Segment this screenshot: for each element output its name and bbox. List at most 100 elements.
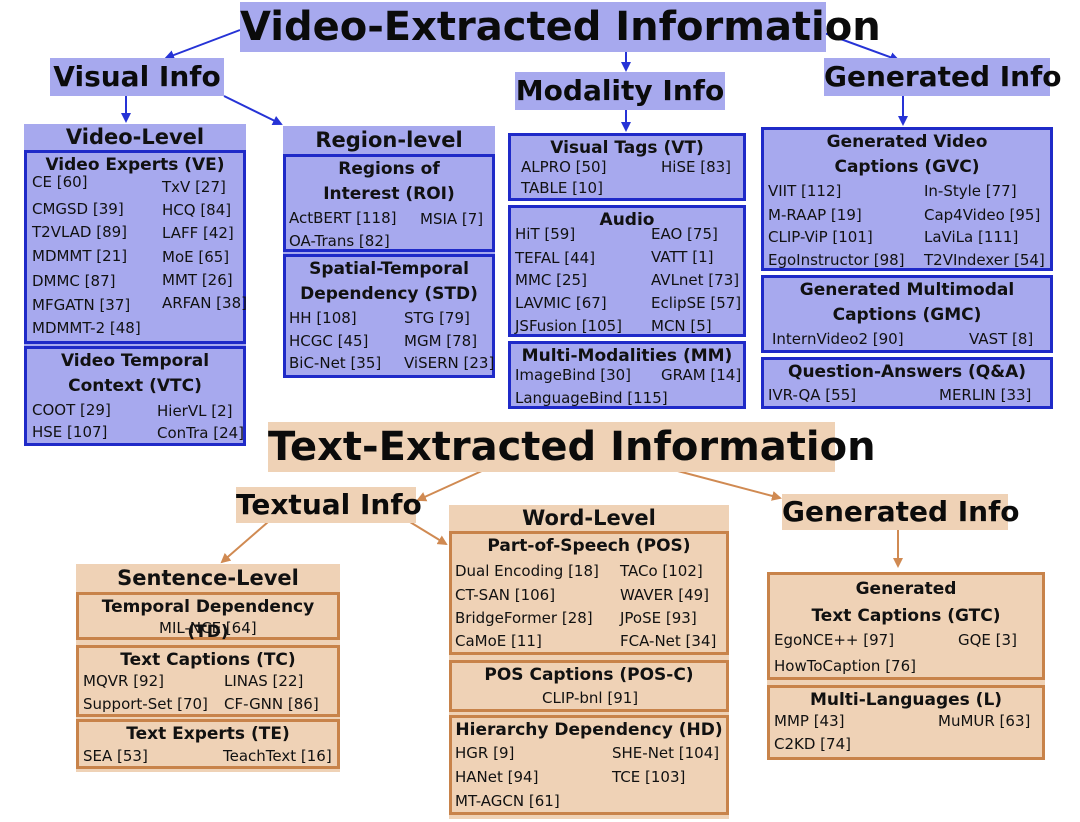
video-generated-info-heading: Generated Info [824,58,1062,96]
ref-item: DMMC [87] [32,272,116,290]
ref-item: VATT [1] [651,248,714,266]
gmc-box: Generated Multimodal Captions (GMC) Inte… [761,275,1053,353]
ref-item: MT-AGCN [61] [455,792,560,810]
ref-item: HSE [107] [32,423,108,441]
ref-item: MMC [25] [515,271,587,289]
modality-info-heading: Modality Info [515,72,725,110]
multi-modalities-box: Multi-Modalities (MM) ImageBind [30] GRA… [508,341,746,409]
ref-item: GQE [3] [958,631,1017,649]
hd-title: Hierarchy Dependency (HD) [455,720,723,740]
ref-item: COOT [29] [32,401,111,419]
ref-item: T2VLAD [89] [32,223,128,241]
audio-box: Audio HiT [59] EAO [75] TEFAL [44] VATT … [508,205,746,337]
arrow-to-textual-info [416,469,485,502]
textual-info-heading: Textual Info [236,487,422,523]
ref-item: M-RAAP [19] [768,206,862,224]
ref-item: ConTra [24] [157,424,245,442]
sentence-level-label: Sentence-Level [117,566,299,590]
ref-item: HowToCaption [76] [774,657,916,675]
td-title: Temporal Dependency (TD) [101,597,315,642]
gvc-box: Generated Video Captions (GVC) VIIT [112… [761,127,1053,271]
qa-title: Question-Answers (Q&A) [788,362,1026,382]
arrow-to-generated-info [815,29,900,62]
ref-item: TACo [102] [620,562,703,580]
ref-item: T2VIndexer [54] [924,251,1045,269]
ref-item: GRAM [14] [661,366,742,384]
ref-item: MQVR [92] [83,672,164,690]
ref-item: ARFAN [38] [162,294,247,312]
ref-item: LINAS [22] [224,672,304,690]
ref-item: MGM [78] [404,332,478,350]
ref-item: Support-Set [70] [83,695,208,713]
ref-item: LanguageBind [115] [515,389,668,407]
region-level-panel: Region-level Regions of Interest (ROI) A… [283,126,495,378]
ref-item: In-Style [77] [924,182,1017,200]
ref-item: MIL-NCE [64] [159,619,257,637]
ref-item: LAFF [42] [162,224,234,242]
ref-item: TCE [103] [612,768,686,786]
ref-item: HGR [9] [455,744,515,762]
video-level-panel: Video-Level Video Experts (VE) CE [60] T… [24,124,247,446]
ref-item: ImageBind [30] [515,366,632,384]
ref-item: SEA [53] [83,747,148,765]
ref-item: TEFAL [44] [515,249,596,267]
video-experts-title: Video Experts (VE) [45,155,225,175]
ref-item: MSIA [7] [420,210,484,228]
ref-item: CLIP-bnl [91] [542,689,639,707]
ref-item: MuMUR [63] [938,712,1031,730]
ref-item: STG [79] [404,309,470,327]
ref-item: CT-SAN [106] [455,586,556,604]
multi-modalities-title: Multi-Modalities (MM) [521,346,733,366]
sentence-level-panel: Sentence-Level Temporal Dependency (TD) … [76,564,340,772]
ref-item: JPoSE [93] [620,609,697,627]
ref-item: HCQ [84] [162,201,232,219]
ref-item: FCA-Net [34] [620,632,717,650]
ref-item: OA-Trans [82] [289,232,390,250]
ref-item: IVR-QA [55] [768,386,857,404]
ref-item: HH [108] [289,309,357,327]
arrow-to-word-level [409,521,448,546]
ref-item: Dual Encoding [18] [455,562,599,580]
hd-box: Hierarchy Dependency (HD) HGR [9] SHE-Ne… [449,715,729,815]
gmc-title-line1: Generated Multimodal [799,280,1015,300]
visual-tags-box: Visual Tags (VT) ALPRO [50] HiSE [83] TA… [508,133,746,201]
roi-title-line2: Interest (ROI) [323,184,455,204]
gvc-title-line1: Generated Video [826,132,988,152]
pos-box: Part-of-Speech (POS) Dual Encoding [18] … [449,531,729,655]
ref-item: CE [60] [32,173,88,191]
gmc-title-line2: Captions (GMC) [832,305,982,325]
pos-title: Part-of-Speech (POS) [487,536,691,556]
vtc-box: Video Temporal Context (VTC) COOT [29] H… [24,346,246,446]
ref-item: InternVideo2 [90] [772,330,904,348]
ref-item: AVLnet [73] [651,271,740,289]
video-experts-box: Video Experts (VE) CE [60] TxV [27] CMGS… [24,150,247,344]
ref-item: ActBERT [118] [289,209,397,227]
qa-box: Question-Answers (Q&A) IVR-QA [55] MERLI… [761,357,1053,409]
ref-item: JSFusion [105] [515,317,623,335]
ref-item: LAVMIC [67] [515,294,607,312]
video-level-label: Video-Level [65,125,205,149]
ref-item: VAST [8] [969,330,1034,348]
ref-item: MERLIN [33] [939,386,1032,404]
roi-box: Regions of Interest (ROI) ActBERT [118] … [283,154,495,252]
roi-title-line1: Regions of [338,159,440,179]
region-level-label: Region-level [315,128,463,152]
audio-title: Audio [599,210,655,230]
ref-item: MCN [5] [651,317,712,335]
ref-item: C2KD [74] [774,735,851,753]
ref-item: HiSE [83] [661,158,732,176]
ref-item: CF-GNN [86] [224,695,319,713]
visual-info-heading: Visual Info [50,58,224,96]
ref-item: EgoNCE++ [97] [774,631,895,649]
ref-item: EgoInstructor [98] [768,251,905,269]
gtc-title-line1: Generated [855,579,957,599]
ref-item: HiT [59] [515,225,576,243]
ref-item: MMP [43] [774,712,845,730]
ref-item: WAVER [49] [620,586,710,604]
ref-item: MoE [65] [162,248,230,266]
te-box: Text Experts (TE) SEA [53] TeachText [16… [76,719,340,769]
ref-item: CaMoE [11] [455,632,542,650]
arrow-to-sentence-level [220,521,269,564]
ref-item: HCGC [45] [289,332,369,350]
